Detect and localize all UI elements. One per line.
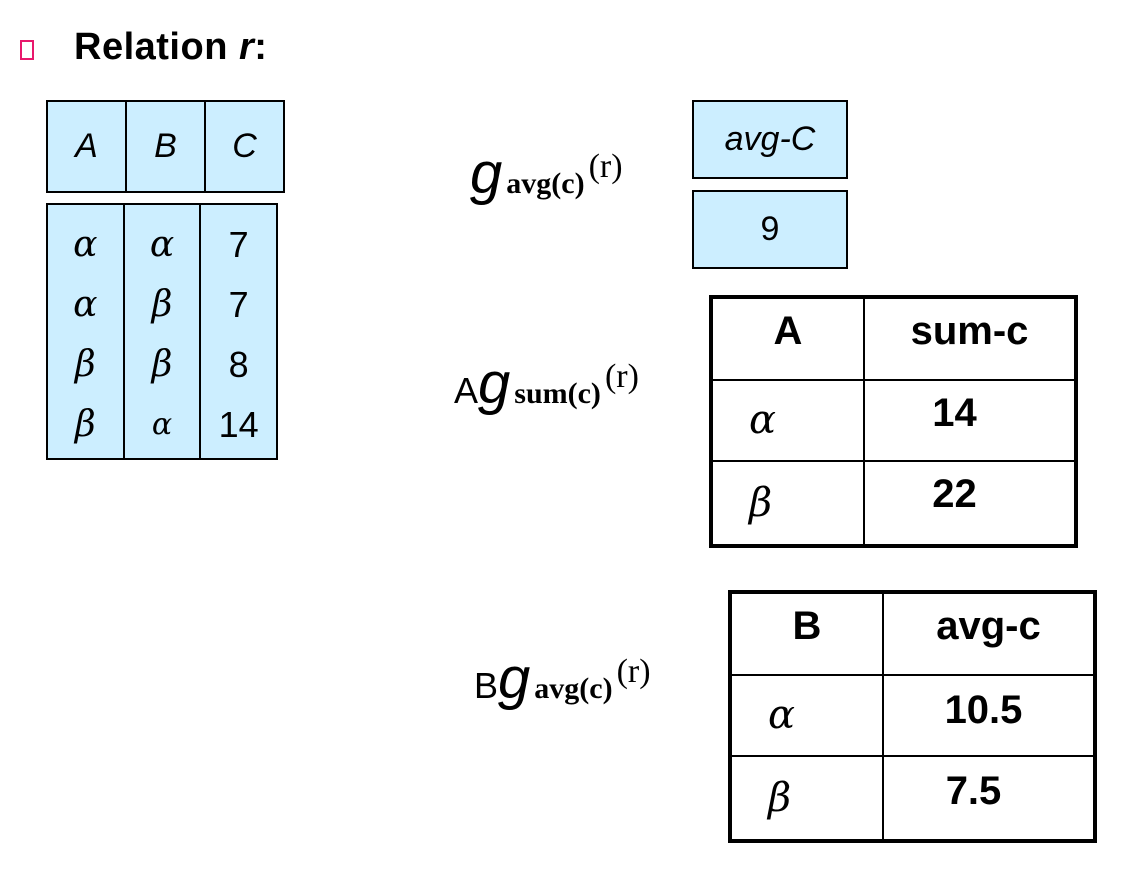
cell: α xyxy=(151,407,173,442)
expression-avg-by-b: Bg avg(c) (r) xyxy=(474,645,651,712)
aggregate-operator: g xyxy=(498,646,531,711)
expression-sum-by-a: Ag sum(c) (r) xyxy=(454,350,639,417)
cell: β xyxy=(732,757,884,839)
cell: 22 xyxy=(932,472,977,517)
cell: β xyxy=(151,344,173,385)
column-header: C xyxy=(204,100,285,193)
aggregate-subscript: avg(c) xyxy=(534,672,613,705)
relation-name: r xyxy=(238,26,255,68)
cell: 14 xyxy=(865,381,1074,463)
column-header: sum-c xyxy=(865,299,1074,381)
cell: α xyxy=(73,224,98,265)
cell: β xyxy=(74,344,96,385)
cell: 7 xyxy=(228,283,249,325)
column-header: avg-c xyxy=(884,594,1093,676)
column-header: A xyxy=(46,100,127,193)
group-attribute: A xyxy=(454,370,479,411)
cell: β xyxy=(74,404,96,445)
cell: 14 xyxy=(218,403,259,445)
cell: α xyxy=(149,224,175,265)
sum-result-table: A sum-c α 14 β 22 xyxy=(709,295,1078,548)
argument: (r) xyxy=(588,148,623,185)
cell: α xyxy=(713,380,865,463)
cell: 10.5 xyxy=(884,676,1093,758)
avg-result-header: avg-C xyxy=(692,100,848,179)
aggregate-operator: g xyxy=(470,141,503,206)
expression-avg: g avg(c) (r) xyxy=(470,140,623,207)
cell: α xyxy=(732,675,884,758)
cell: β xyxy=(151,284,173,325)
title-label: Relation xyxy=(74,26,228,68)
argument: (r) xyxy=(616,653,651,690)
aggregate-subscript: avg(c) xyxy=(506,167,585,200)
column-a: α α β β xyxy=(48,205,123,458)
column-b: α β β α xyxy=(122,205,200,458)
aggregate-subscript: sum(c) xyxy=(514,377,601,410)
relation-r-header: A B C xyxy=(46,100,285,193)
group-attribute: B xyxy=(474,665,499,706)
cell: α xyxy=(73,284,98,325)
column-header: B xyxy=(732,594,884,676)
title-colon: : xyxy=(254,26,268,68)
bullet-icon xyxy=(20,40,34,60)
column-header: A xyxy=(713,299,865,381)
avg-by-b-result-table: B avg-c α 10.5 β 7.5 xyxy=(728,590,1097,843)
relation-r-body: α α β β α β β α 7 7 8 14 xyxy=(46,203,278,460)
cell: 7.5 xyxy=(945,769,1002,814)
cell: 7 xyxy=(228,223,249,265)
slide-title: Relation r: xyxy=(74,26,267,69)
avg-result-value: 9 xyxy=(692,190,848,269)
aggregate-operator: g xyxy=(478,351,511,416)
cell: 8 xyxy=(228,343,249,385)
cell: β xyxy=(713,462,865,544)
argument: (r) xyxy=(604,358,639,395)
column-c: 7 7 8 14 xyxy=(199,205,276,458)
column-header: B xyxy=(125,100,206,193)
